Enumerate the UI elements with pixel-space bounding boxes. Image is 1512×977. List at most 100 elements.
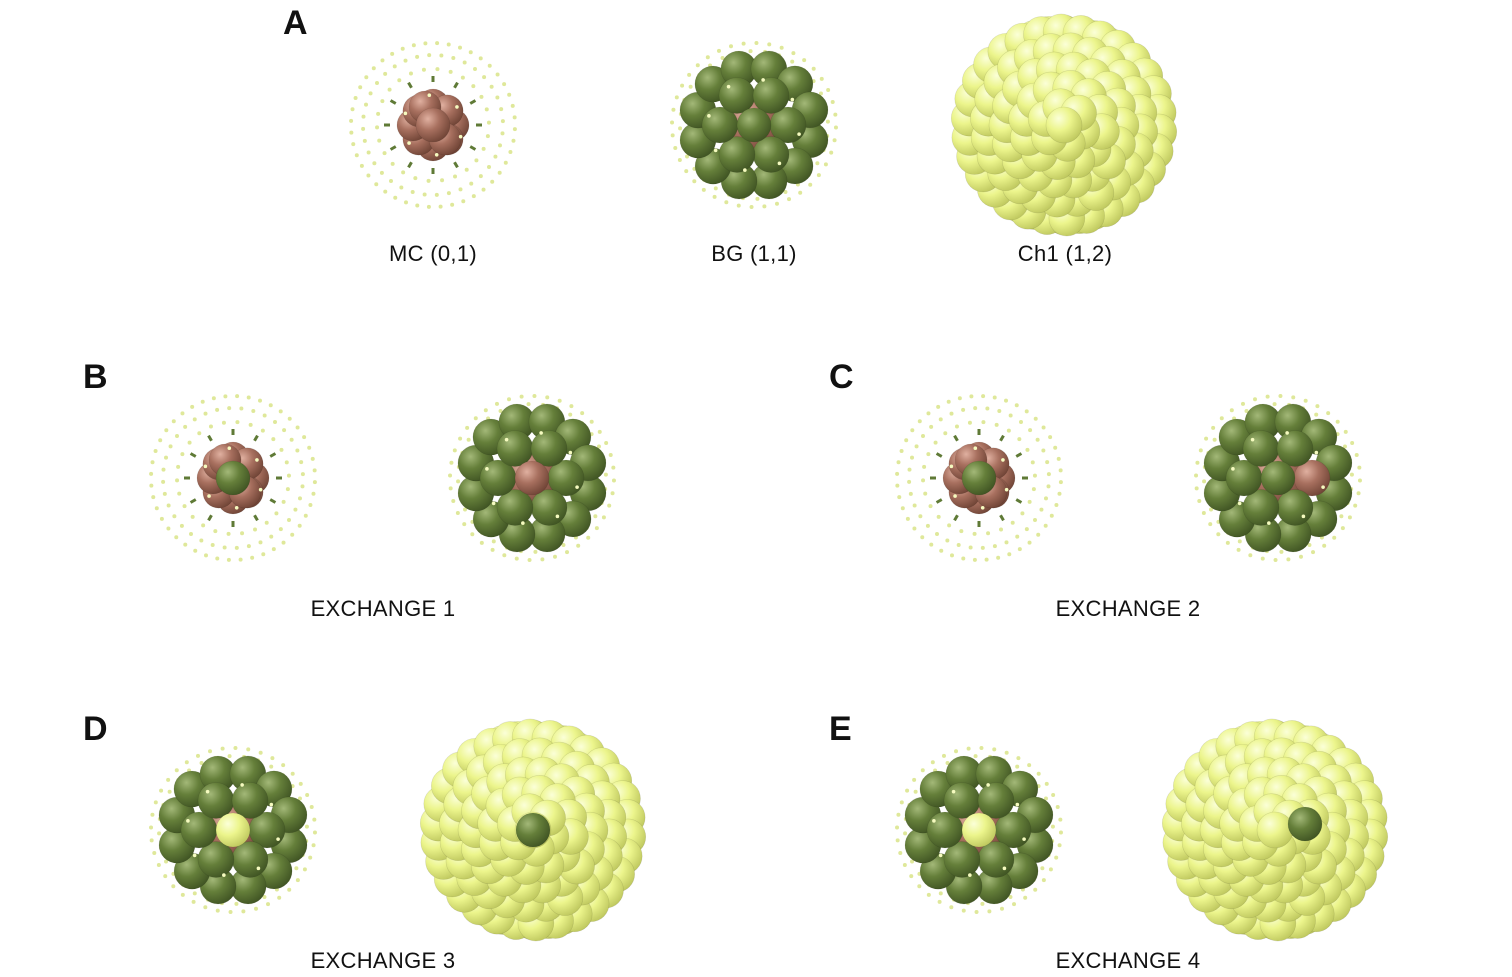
shell-atom — [594, 526, 599, 531]
shell-atom — [1298, 554, 1303, 559]
shell-atom — [434, 192, 439, 197]
shell-atom — [912, 526, 917, 531]
shell-atom — [949, 905, 954, 910]
shell-atom — [465, 425, 470, 430]
shell-atom — [1020, 511, 1025, 516]
shell-atom — [153, 800, 158, 805]
shell-atom — [164, 455, 169, 460]
shell-atom — [290, 771, 295, 776]
shell-atom — [380, 99, 385, 104]
shell-atom — [195, 753, 200, 758]
shell-atom — [389, 99, 397, 105]
shell-atom — [1303, 398, 1308, 403]
shell-atom — [311, 491, 316, 496]
shell-atom — [1046, 472, 1051, 477]
shell-atom — [211, 396, 216, 401]
shell-atom — [469, 181, 474, 186]
shell-atom — [961, 407, 966, 412]
shell-atom — [961, 556, 966, 561]
shell-atom — [203, 411, 208, 416]
atom — [530, 430, 568, 467]
center-atom — [961, 460, 997, 496]
shell-atom — [761, 78, 765, 82]
shell-atom — [295, 448, 300, 453]
shell-atom — [276, 837, 280, 841]
shell-atom — [1291, 395, 1296, 400]
shell-atom — [705, 55, 710, 60]
shell-atom — [999, 514, 1005, 522]
shell-atom — [997, 409, 1002, 414]
shell-atom — [297, 523, 302, 528]
shell-atom — [949, 411, 954, 416]
shell-atom — [1036, 532, 1041, 537]
shell-atom — [972, 557, 977, 562]
shell-atom — [743, 168, 747, 172]
shell-atom — [491, 539, 496, 544]
shell-atom — [923, 491, 928, 496]
shell-atom — [580, 411, 585, 416]
shell-atom — [540, 557, 545, 562]
shell-atom — [902, 863, 907, 868]
shell-atom — [456, 479, 461, 484]
shell-atom — [1058, 830, 1063, 835]
shell-atom — [926, 452, 931, 457]
shell-atom — [276, 476, 282, 480]
shell-atom — [159, 788, 164, 793]
shell-atom — [401, 170, 406, 175]
shell-atom — [527, 557, 532, 562]
shell-atom — [829, 150, 834, 155]
shell-atom — [184, 476, 190, 480]
caption-mc: MC (0,1) — [389, 241, 477, 266]
atom — [1276, 430, 1314, 467]
atom — [752, 136, 790, 173]
shell-atom — [818, 91, 823, 96]
shell-atom — [407, 161, 413, 169]
shell-atom — [403, 58, 408, 63]
shell-atom — [1046, 484, 1051, 489]
shell-atom — [673, 145, 678, 150]
shell-atom — [507, 92, 512, 97]
shell-atom — [241, 909, 246, 914]
shell-atom — [187, 440, 192, 445]
shell-atom — [934, 531, 939, 536]
shell-atom — [149, 825, 154, 830]
shell-atom — [189, 498, 197, 504]
shell-atom — [452, 448, 457, 453]
shell-atom — [532, 394, 537, 399]
shell-atom — [502, 82, 507, 87]
panel-label-b: B — [83, 358, 108, 396]
shell-atom — [823, 162, 828, 167]
shell-atom — [281, 540, 286, 545]
shell-atom — [375, 125, 380, 130]
shell-atom — [269, 452, 277, 458]
shell-atom — [787, 197, 792, 202]
shell-atom — [539, 431, 543, 435]
atom — [231, 841, 269, 878]
shell-atom — [166, 503, 171, 508]
shell-atom — [707, 114, 711, 118]
shell-atom — [741, 41, 746, 46]
shell-atom — [164, 428, 169, 433]
shell-atom — [361, 126, 366, 131]
shell-atom — [308, 503, 313, 508]
shell-atom — [231, 429, 235, 435]
shell-atom — [1022, 837, 1026, 841]
shell-atom — [777, 161, 782, 166]
shell-atom — [956, 542, 961, 547]
shell-atom — [390, 51, 395, 56]
shell-atom — [1231, 467, 1235, 471]
shell-atom — [400, 46, 405, 51]
shell-atom — [150, 460, 155, 465]
shell-atom — [310, 456, 315, 461]
shell-atom — [290, 532, 295, 537]
shell-atom — [938, 853, 943, 858]
shell-atom — [1208, 522, 1213, 527]
shell-atom — [568, 412, 573, 417]
shell-atom — [309, 805, 314, 810]
atom — [1256, 811, 1294, 849]
shell-atom — [483, 408, 488, 413]
shell-atom — [1057, 843, 1062, 848]
shell-atom — [453, 161, 459, 169]
shell-atom — [1343, 429, 1348, 434]
shell-atom — [791, 51, 796, 56]
